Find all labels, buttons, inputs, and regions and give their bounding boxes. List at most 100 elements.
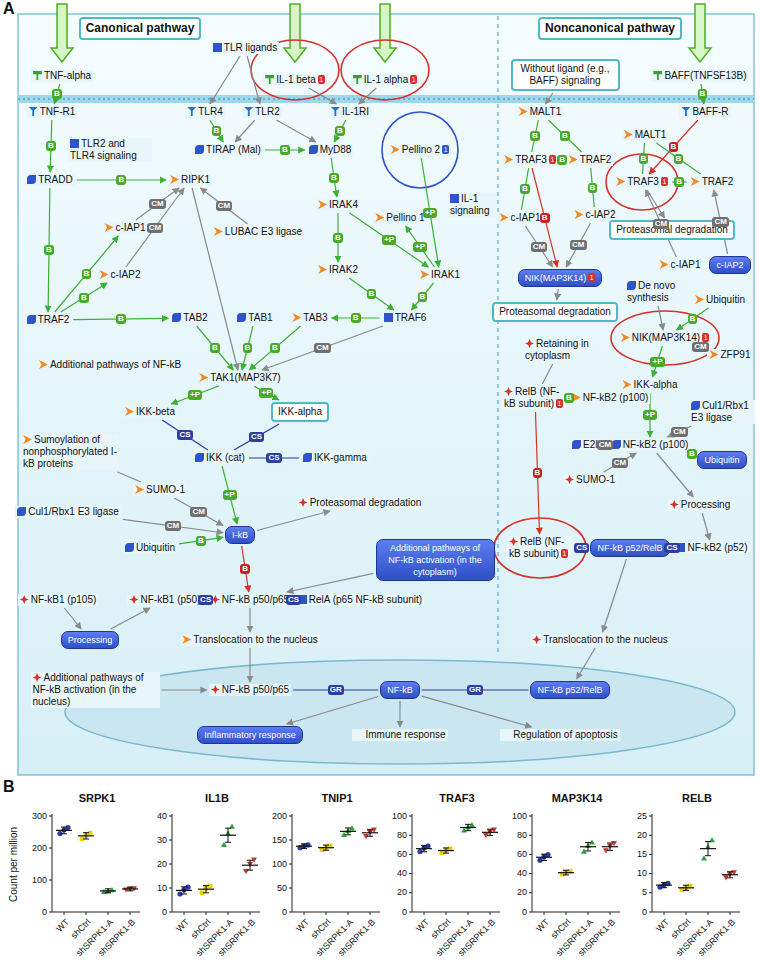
entity-icon [213, 43, 222, 52]
category-label: WT [534, 917, 552, 935]
edge-label: B [688, 314, 698, 324]
connector [197, 326, 234, 370]
cell-membrane [18, 95, 754, 103]
edge-label: CM [165, 521, 181, 531]
connector [64, 608, 81, 629]
tick [169, 912, 172, 913]
error-cap [225, 842, 231, 843]
node-label: RelB (NF-kB subunit) [504, 386, 559, 409]
generic-entity: TLR2 and TLR4 signaling [68, 138, 152, 162]
tick-label: 5 [642, 887, 647, 898]
entity-icon [292, 313, 301, 322]
tick [130, 912, 131, 915]
expression-marker: 1 [588, 273, 595, 282]
entity-icon [353, 75, 362, 84]
node-label: TAB1 [248, 312, 272, 323]
data-point [603, 848, 609, 853]
error-bar [348, 828, 349, 835]
edge-label: B [116, 314, 126, 324]
node-label: RelA (p65 NF-kB subunit) [309, 594, 422, 605]
transcription-factor: NF-kB1 (p50) [127, 594, 202, 606]
connector [667, 426, 691, 437]
category-label: WT [654, 917, 672, 935]
protein: Cul1/Rbx1 E3 ligase [689, 400, 755, 424]
tick-label: 20 [397, 887, 407, 898]
node-label: IRAK1 [431, 269, 460, 280]
tick-label: 25 [637, 811, 647, 822]
tick-label: 0 [642, 907, 647, 918]
expression-marker: 1 [702, 333, 709, 342]
edge-label: B [639, 154, 649, 164]
x-axis [172, 912, 260, 913]
expression-marker: 1 [561, 549, 568, 558]
enzyme: c-IAP1 [102, 222, 147, 234]
edge-label: +P [643, 410, 657, 420]
entity-icon [104, 223, 113, 232]
entity-icon [331, 107, 340, 116]
edge-label: B [351, 313, 361, 323]
enzyme: Ubiquitin [693, 294, 747, 306]
entity-icon [17, 507, 26, 516]
edge-label: +P [423, 208, 437, 218]
plot-title: MAP3K14 [552, 792, 603, 804]
entity-icon [33, 673, 42, 682]
enzyme: ZFP91 [707, 349, 752, 361]
entity-icon [265, 75, 274, 84]
edge-label: CS [286, 595, 301, 605]
connector [192, 188, 238, 370]
node-label: TIRAP (Mal) [206, 144, 261, 155]
expression-marker: 1 [410, 75, 417, 84]
error-bar [490, 829, 491, 835]
tick [649, 892, 652, 893]
edge-label: CS [198, 595, 213, 605]
y-axis [532, 814, 533, 912]
node-label: BAFF-R [692, 106, 728, 117]
tick [529, 816, 532, 817]
tick-label: 0 [162, 907, 167, 918]
tick-label: 80 [517, 830, 527, 841]
tick [169, 864, 172, 865]
entity-icon [375, 213, 384, 222]
entity-icon [519, 107, 528, 116]
process-box: Ubiquitin [697, 451, 746, 469]
error-cap [83, 839, 89, 840]
edge-label: CM [671, 427, 687, 437]
error-cap [727, 871, 733, 872]
entity-icon [125, 407, 134, 416]
edge-label: +P [413, 242, 427, 252]
edge-label: B [270, 343, 280, 353]
category-label: WT [174, 917, 192, 935]
node-label: TAK1(MAP3K7) [210, 372, 280, 383]
expression-marker: 1 [442, 145, 449, 154]
edge-label: B [530, 131, 540, 141]
error-cap [367, 836, 373, 837]
edge-label: +P [650, 357, 664, 367]
entity-icon [303, 453, 312, 462]
node-label: IKK-alpha [634, 379, 678, 390]
ligand: BAFF(TNFSF13B) [651, 70, 748, 82]
tick [649, 835, 652, 836]
tick-label: 30 [157, 835, 167, 846]
node-label: IRAK4 [329, 199, 358, 210]
edge-label: CM [216, 201, 232, 211]
protein: IKK-gamma [301, 452, 369, 464]
tick-label: 0 [42, 907, 47, 918]
error-cap [203, 885, 209, 886]
entity-icon [20, 595, 29, 604]
node-label: Additional pathways of NF-kB [50, 359, 181, 370]
tick [169, 840, 172, 841]
node-label: Ubiquitin [704, 455, 739, 465]
enzyme: TAK1(MAP3K7) [197, 372, 282, 384]
tick [566, 912, 567, 915]
node-label: IL-1RI [342, 106, 369, 117]
enzyme: LUBAC E3 ligase [212, 226, 304, 238]
protein: MyD88 [307, 144, 354, 156]
pathway-note: Without ligand (e.g., BAFF) signaling [511, 59, 620, 91]
error-cap [421, 851, 427, 852]
tick [529, 912, 532, 913]
entity-icon [354, 730, 363, 739]
tick [304, 912, 305, 915]
tick [86, 912, 87, 915]
entity-icon [565, 475, 574, 484]
node-label: TRAF3 [515, 154, 547, 165]
